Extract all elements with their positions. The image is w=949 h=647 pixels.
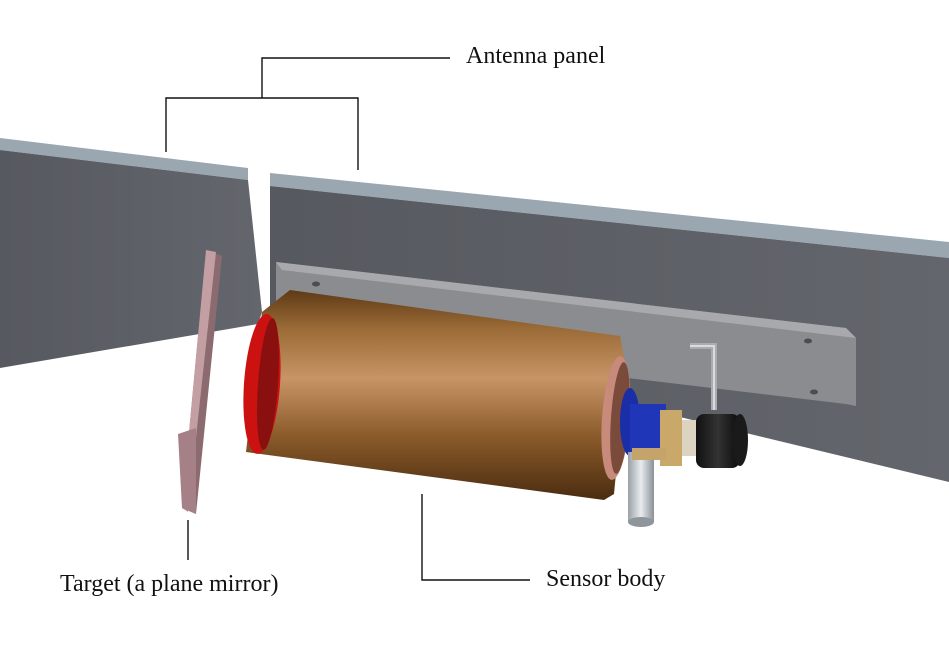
antenna-panel-label: Antenna panel [466,43,606,69]
sensor-body [243,290,631,500]
target-plate [178,250,222,514]
callout-lines [165,57,530,581]
sensor-body-label: Sensor body [546,566,666,592]
antenna-panel-left [0,138,262,368]
sensor-body-callout-line [421,494,530,581]
connector-icon [620,388,748,527]
antenna-panel-callout-line [261,57,450,98]
bracket [690,343,717,410]
target-label: Target (a plane mirror) [60,571,279,597]
antenna-panel-bracket-line [165,97,359,170]
